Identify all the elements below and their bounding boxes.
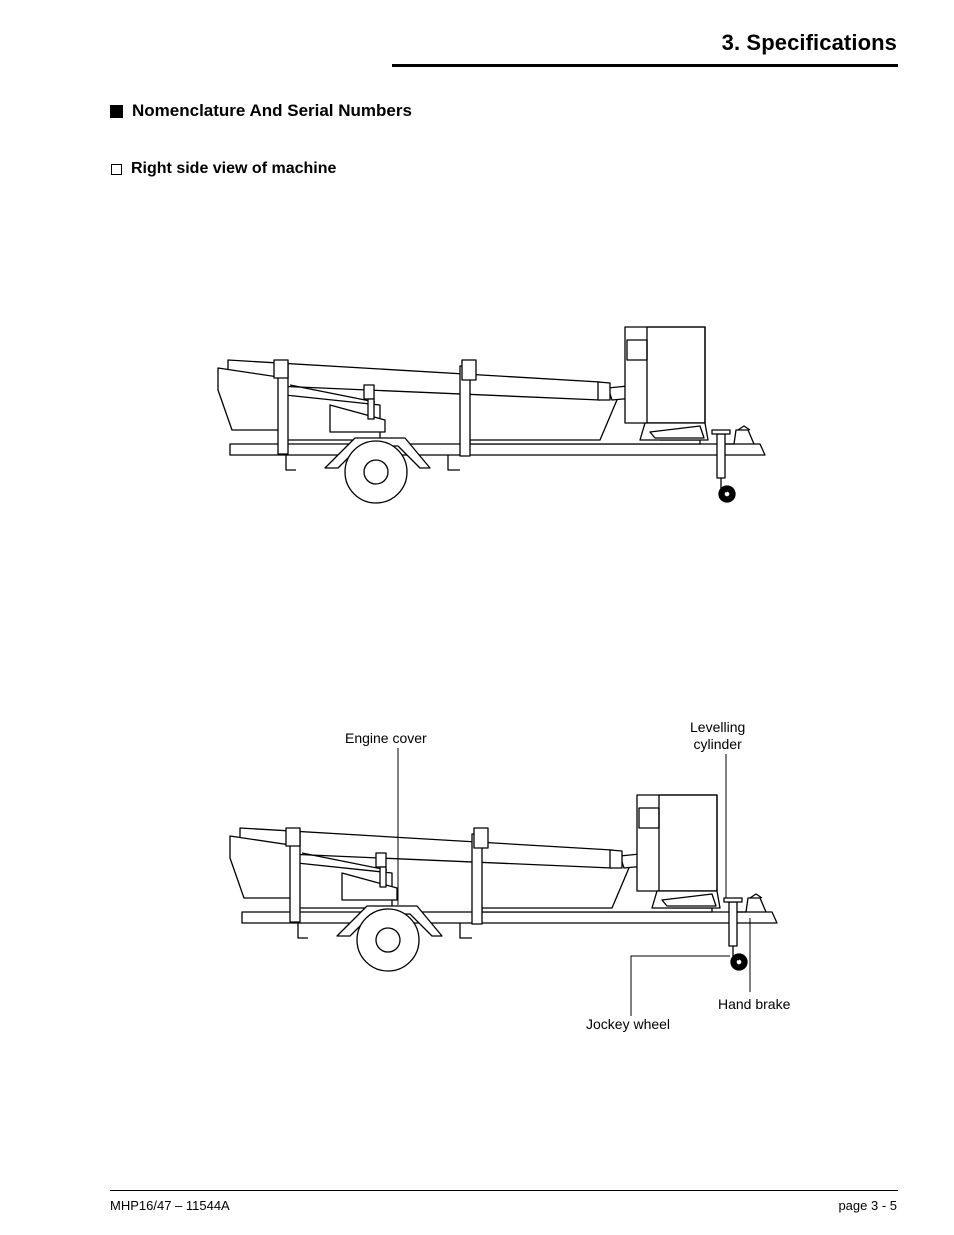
callout-leader-lines: [397, 748, 751, 1016]
callout-levelling-cylinder: Levelling cylinder: [690, 719, 745, 753]
footer-doc-id: MHP16/47 – 11544A: [110, 1198, 230, 1213]
machine-side-view-annotated: [229, 794, 778, 972]
callout-engine-cover: Engine cover: [345, 730, 427, 746]
footer-page-number: page 3 - 5: [838, 1198, 897, 1213]
section-heading: Nomenclature And Serial Numbers: [110, 101, 412, 121]
machine-side-view-upper: [217, 326, 766, 504]
open-square-bullet-icon: [111, 163, 122, 175]
callout-hand-brake: Hand brake: [718, 996, 791, 1012]
callout-jockey-wheel: Jockey wheel: [586, 1016, 671, 1032]
callout-levelling-line1: Levelling: [690, 719, 746, 735]
header-rule: [392, 64, 898, 67]
section-heading-text: Nomenclature And Serial Numbers: [132, 101, 412, 120]
footer-rule: [110, 1190, 898, 1191]
subsection-heading-text: Right side view of machine: [131, 160, 337, 177]
callout-levelling-line2: cylinder: [693, 736, 742, 752]
page-header-title: 3. Specifications: [721, 30, 897, 55]
subsection-heading: Right side view of machine: [111, 160, 336, 178]
filled-square-bullet-icon: [110, 104, 123, 118]
